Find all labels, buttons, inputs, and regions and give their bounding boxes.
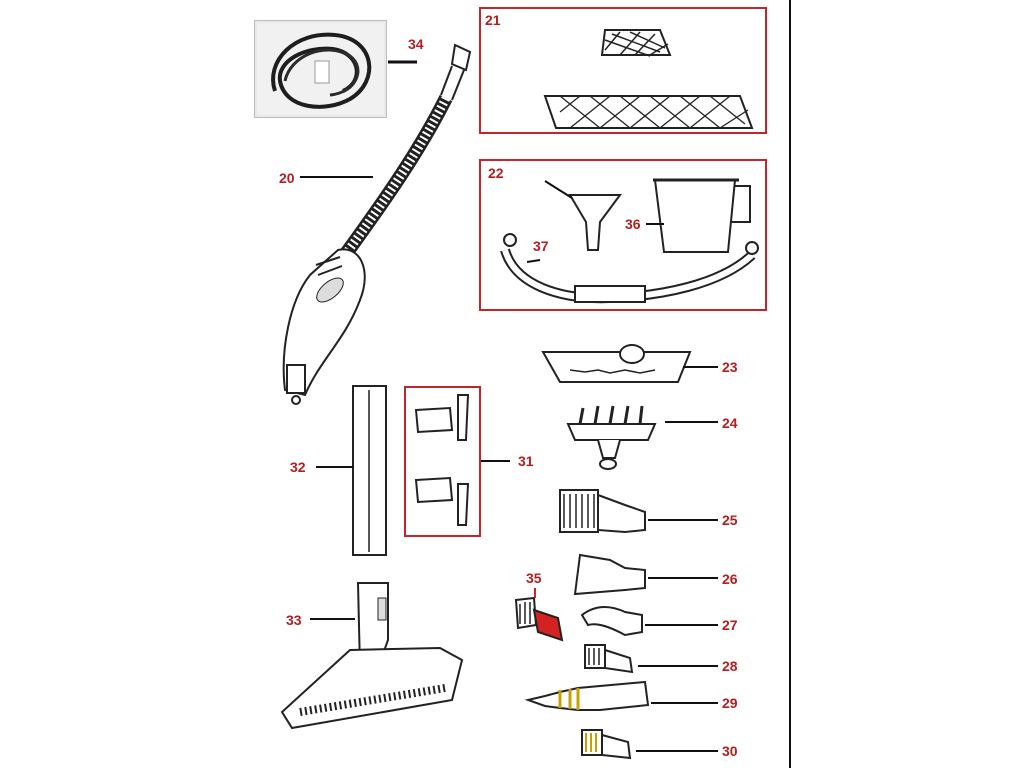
callout-26: 26 bbox=[722, 571, 738, 587]
part-30-brass-brush bbox=[581, 729, 718, 760]
part-33-floor-head bbox=[280, 582, 464, 730]
part-35-red-brush bbox=[514, 588, 564, 642]
part-28-small-brush bbox=[584, 644, 718, 674]
hose-photo bbox=[254, 20, 387, 118]
part-25-round-brush bbox=[559, 489, 718, 534]
callout-20: 20 bbox=[279, 170, 295, 186]
callout-29: 29 bbox=[722, 695, 738, 711]
callout-32: 32 bbox=[290, 459, 306, 475]
callout-27: 27 bbox=[722, 617, 738, 633]
part-21-filters bbox=[543, 29, 754, 129]
part-31-clips bbox=[414, 394, 510, 526]
part-31-box bbox=[404, 386, 481, 537]
part-27-angled-nozzle bbox=[580, 606, 718, 637]
page-divider bbox=[789, 0, 791, 768]
callout-30: 30 bbox=[722, 743, 738, 759]
callout-28: 28 bbox=[722, 658, 738, 674]
part-26-flat-nozzle bbox=[573, 553, 718, 596]
part-36-jug bbox=[646, 178, 751, 253]
callout-21: 21 bbox=[485, 12, 501, 28]
callout-36: 36 bbox=[625, 216, 641, 232]
part-32-extension-tube bbox=[316, 385, 387, 556]
callout-25: 25 bbox=[722, 512, 738, 528]
callout-35: 35 bbox=[526, 570, 542, 586]
callout-37: 37 bbox=[533, 238, 549, 254]
part-21-box bbox=[479, 7, 767, 134]
callout-33: 33 bbox=[286, 612, 302, 628]
callout-23: 23 bbox=[722, 359, 738, 375]
callout-34: 34 bbox=[408, 36, 424, 52]
part-29-jet-nozzle bbox=[524, 680, 718, 711]
callout-22: 22 bbox=[488, 165, 504, 181]
part-24-squeegee bbox=[566, 405, 718, 470]
part-22-36-37-box bbox=[479, 159, 767, 311]
part-23-window-nozzle bbox=[541, 344, 718, 383]
callout-31: 31 bbox=[518, 453, 534, 469]
part-20-hose-handle bbox=[282, 43, 472, 405]
part-22-funnel bbox=[544, 180, 622, 251]
part-37-strap bbox=[500, 233, 759, 304]
callout-24: 24 bbox=[722, 415, 738, 431]
